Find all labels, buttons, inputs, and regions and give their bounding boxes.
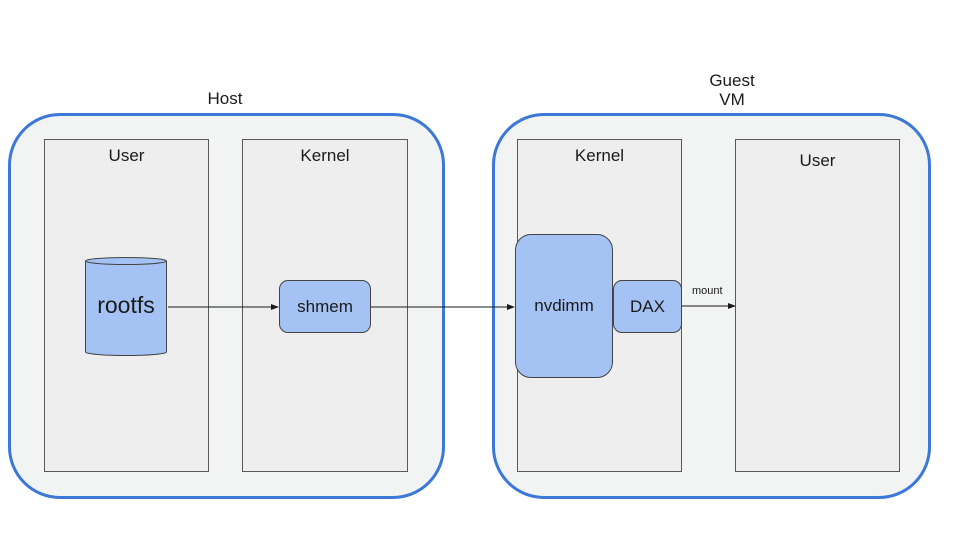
host-title: Host	[207, 89, 243, 108]
guest-vm-title: Guest VM	[709, 71, 755, 109]
guest-kernel-label: Kernel	[574, 146, 625, 165]
rootfs-label: rootfs	[97, 292, 155, 318]
guest-user-label: User	[799, 151, 836, 170]
mount-edge-label: mount	[692, 285, 723, 297]
guest-user-zone: User	[735, 139, 900, 472]
nvdimm-label: nvdimm	[534, 296, 594, 315]
shmem-node: shmem	[279, 280, 371, 333]
rootfs-cylinder: rootfs	[84, 256, 168, 356]
dax-label: DAX	[630, 296, 665, 316]
shmem-label: shmem	[297, 296, 353, 316]
nvdimm-node: nvdimm	[515, 234, 613, 378]
host-user-label: User	[108, 146, 145, 165]
dax-node: DAX	[613, 280, 682, 333]
host-kernel-label: Kernel	[300, 146, 350, 165]
